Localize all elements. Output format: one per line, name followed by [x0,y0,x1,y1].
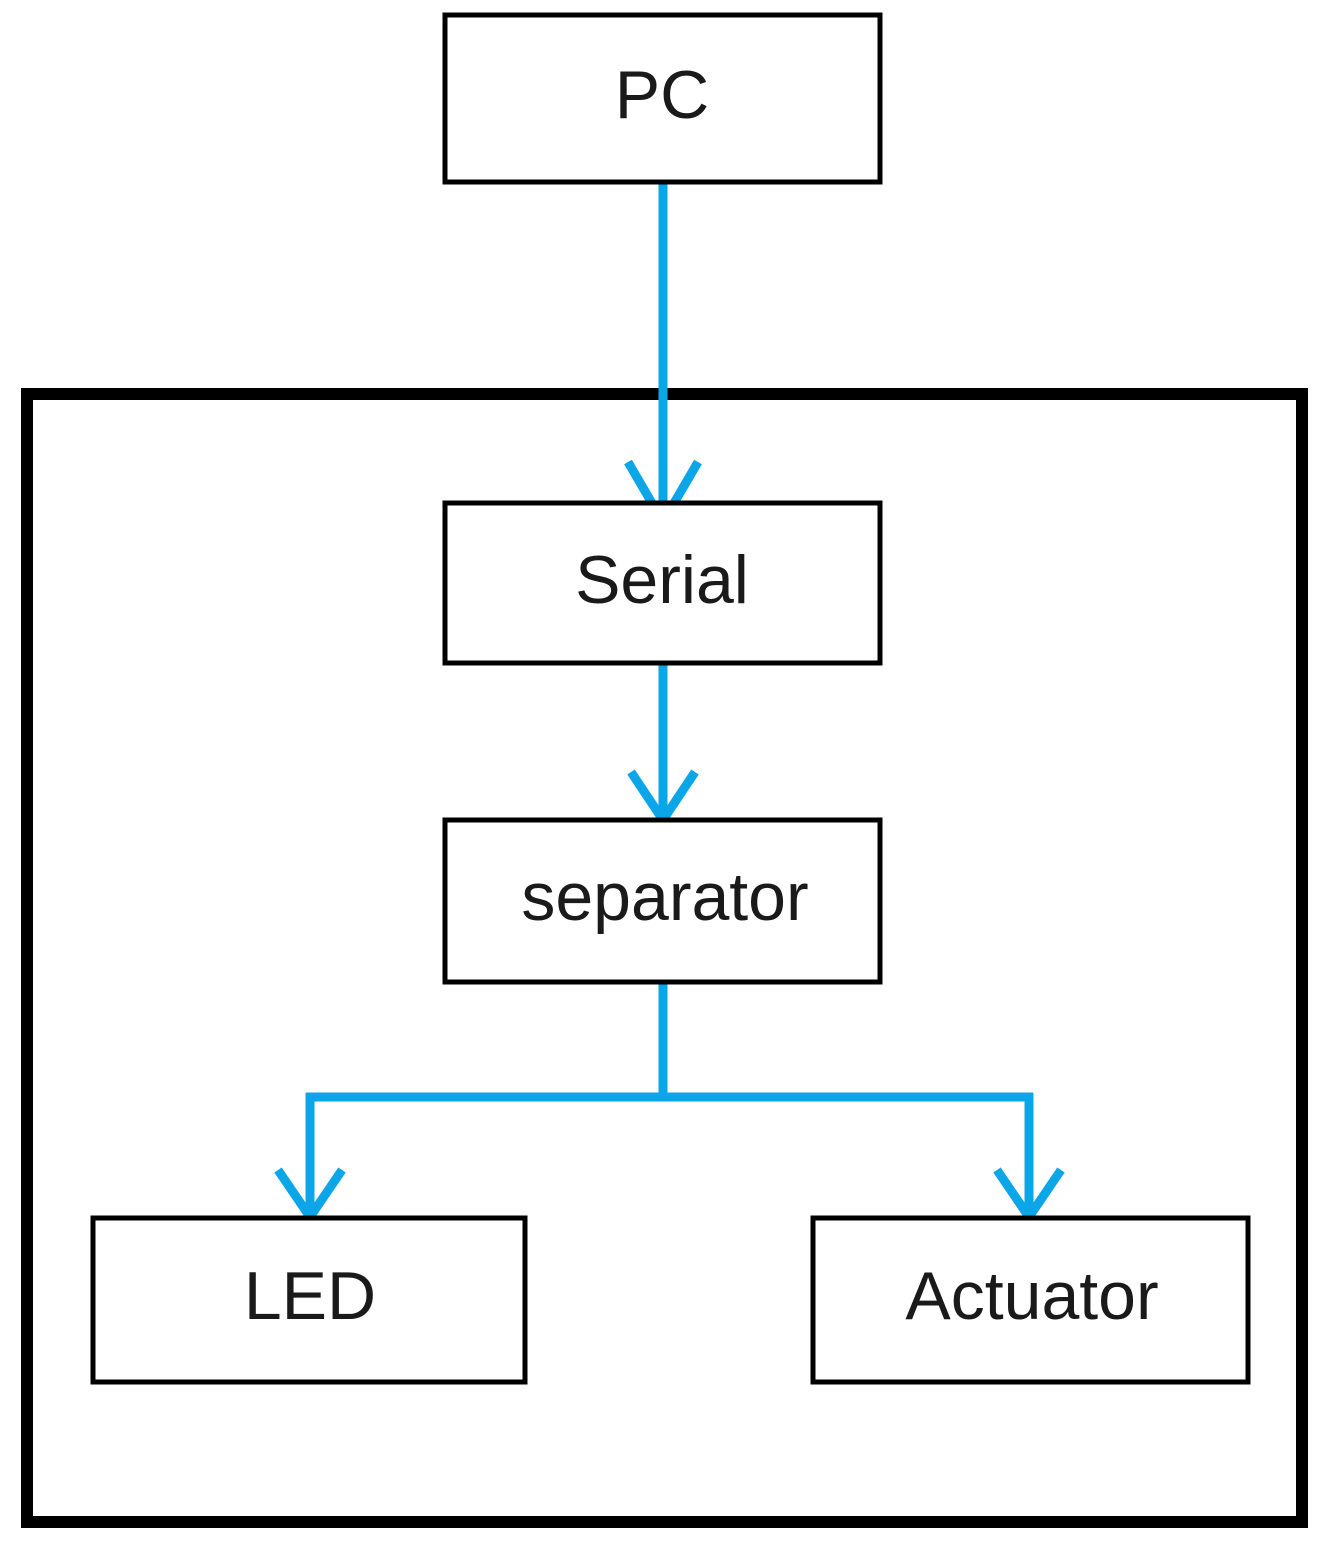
node-led[interactable]: LED [90,1215,528,1385]
node-serial[interactable]: Serial [442,500,883,666]
node-actuator-label: Actuator [905,1258,1158,1334]
node-led-label: LED [244,1258,376,1334]
node-actuator[interactable]: Actuator [810,1215,1251,1385]
node-actuator-rect[interactable] [810,1215,1251,1385]
node-serial-label: Serial [575,542,749,618]
edge-pc-to-serial [624,180,702,531]
node-pc[interactable]: PC [442,12,883,185]
node-pc-rect[interactable] [442,12,883,185]
node-separator-label: separator [521,859,808,935]
edge-separator-branch [274,980,1065,1225]
node-separator[interactable]: separator [442,817,883,985]
node-led-rect[interactable] [90,1215,528,1385]
node-serial-rect[interactable] [442,500,883,666]
edge-serial-to-separator [627,661,699,829]
node-pc-label: PC [615,57,709,133]
node-separator-rect[interactable] [442,817,883,985]
